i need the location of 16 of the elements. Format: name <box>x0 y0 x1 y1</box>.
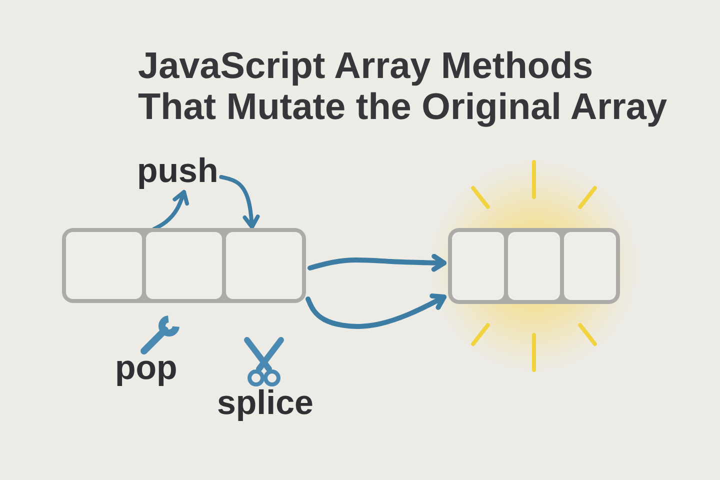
array-cell <box>66 232 142 299</box>
arrow <box>152 190 189 231</box>
array-cell <box>146 232 222 299</box>
array-container <box>448 228 620 304</box>
method-label: splice <box>217 386 314 420</box>
arrow <box>306 293 446 329</box>
arrow <box>219 175 260 229</box>
title: JavaScript Array Methods That Mutate the Original Array <box>138 45 668 127</box>
method-label: pop <box>115 351 178 385</box>
method-label: push <box>137 154 218 188</box>
array-cell <box>452 232 504 300</box>
array-cell <box>508 232 560 300</box>
array-cell <box>226 232 302 299</box>
array-container <box>62 228 306 303</box>
array-cell <box>564 232 616 300</box>
arrow <box>308 254 446 272</box>
